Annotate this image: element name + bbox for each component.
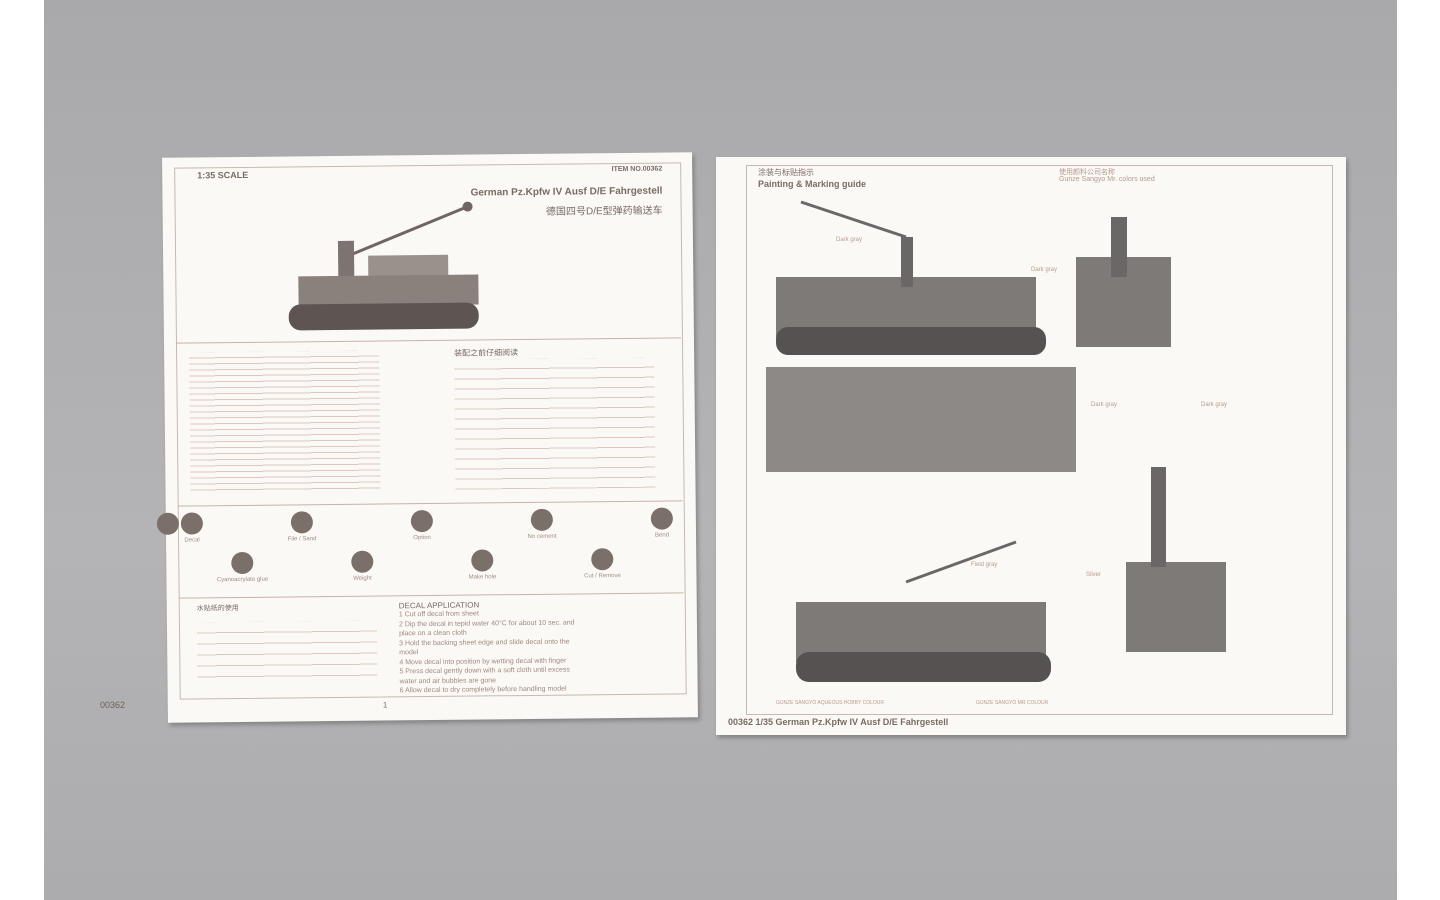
symbol-label: Cut / Remove xyxy=(584,573,621,580)
color-label: Dark gray xyxy=(1091,402,1118,408)
decal-cn-title: 水贴纸的使用 xyxy=(196,605,239,613)
paint-cn: 使用颜料公司名称 xyxy=(1059,169,1115,176)
notes-cn-title: 装配之前仔细阅读 xyxy=(454,348,519,358)
symbol-label: Weight xyxy=(353,575,372,582)
notes-en xyxy=(189,350,381,493)
decal-title: DECAL APPLICATION xyxy=(398,600,480,611)
decal-step: 1 Cut off decal from sheet xyxy=(398,610,479,619)
legend-mr: GUNZE SANGYO MR COLOUR xyxy=(976,700,1049,706)
painting-guide-page: 涂装与标贴指示 Painting & Marking guide 使用颜料公司名… xyxy=(716,157,1346,735)
title-en: Painting & Marking guide xyxy=(758,179,867,189)
color-label: Dark gray xyxy=(1031,267,1058,273)
color-label: Dark gray xyxy=(1201,402,1228,408)
symbol-label: Cyanoacrylate glue xyxy=(216,576,269,584)
symbol-label: Bend xyxy=(654,532,670,539)
scale-label: 1:35 SCALE xyxy=(197,169,249,181)
instruction-sheet-page-1: 1:35 SCALE ITEM NO.00362 German Pz.Kpfw … xyxy=(156,152,698,723)
symbol-label: File / Sand xyxy=(287,536,317,543)
color-label: Silver xyxy=(1086,572,1102,578)
symbol-icon xyxy=(471,549,494,572)
notes-cn xyxy=(454,357,656,490)
symbol-icon xyxy=(591,548,614,571)
symbol-icon xyxy=(530,508,553,531)
symbol-icon xyxy=(231,551,254,575)
title-cn: 德国四号D/E型弹药输送车 xyxy=(545,205,663,218)
symbol-icon xyxy=(650,507,673,530)
paint-en: Gunze Sangyo Mr. colors used xyxy=(1059,176,1155,183)
symbol-icon xyxy=(290,511,313,534)
symbol-icon xyxy=(351,550,374,573)
symbol-icon xyxy=(180,512,204,535)
title-cn: 涂装与标贴指示 xyxy=(758,168,814,177)
footer-title: 00362 1/35 German Pz.Kpfw IV Ausf D/E Fa… xyxy=(728,717,949,727)
page-frame xyxy=(746,165,1333,715)
symbol-icon xyxy=(410,509,433,533)
vehicle-views xyxy=(766,200,1226,682)
footer-code: 00362 xyxy=(100,700,126,710)
symbol-label: Decal xyxy=(184,537,200,544)
legend-aqueous: GUNZE SANGYO AQUEOUS HOBBY COLOUR xyxy=(776,700,884,706)
vehicle-illustration xyxy=(288,201,479,331)
decal-step: water and air bubbles are gone xyxy=(399,676,497,685)
symbol-label: Make hole xyxy=(468,574,497,581)
decal-cn-steps xyxy=(196,620,378,683)
page-number: 1 xyxy=(382,700,388,710)
symbol-label: Option xyxy=(413,534,431,542)
decal-step: model xyxy=(399,649,419,657)
item-number: ITEM NO.00362 xyxy=(611,165,663,174)
decal-step: place on a clean cloth xyxy=(399,629,467,638)
color-label: Field gray xyxy=(971,562,998,568)
color-label: Dark gray xyxy=(836,237,863,243)
symbol-label: No cement xyxy=(527,533,557,540)
